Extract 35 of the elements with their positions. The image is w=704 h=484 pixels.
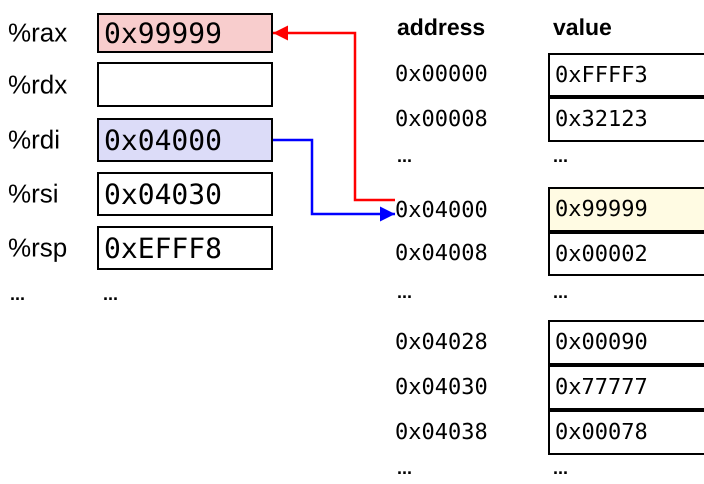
ellipsis: ... <box>553 282 568 303</box>
register-box: 0x04030 <box>97 172 273 216</box>
register-name: %rsp <box>8 232 68 264</box>
register-box: 0xEFFF8 <box>97 226 273 270</box>
register-name: %rsi <box>8 178 59 210</box>
memory-address: 0x04038 <box>395 420 488 445</box>
memory-address: 0x00008 <box>395 107 488 132</box>
column-header: address <box>397 14 486 41</box>
register-name: %rax <box>8 18 68 48</box>
memory-address: 0x04028 <box>395 330 488 355</box>
register-box: 0x99999 <box>97 13 273 53</box>
column-header: value <box>553 14 612 41</box>
ellipsis: ... <box>397 146 412 167</box>
memory-cell: 0x00090 <box>548 320 704 365</box>
register-box <box>97 62 273 107</box>
memory-cell: 0x00078 <box>548 410 704 455</box>
pointer-arrow <box>273 26 395 202</box>
register-name: %rdx <box>8 69 68 100</box>
memory-address: 0x04008 <box>395 241 488 266</box>
pointer-arrow <box>273 138 395 222</box>
memory-cell: 0x32123 <box>548 97 704 142</box>
ellipsis: ... <box>10 284 26 305</box>
register-name: %rdi <box>8 124 60 156</box>
ellipsis: ... <box>553 146 568 167</box>
memory-address: 0x04030 <box>395 375 488 400</box>
memory-cell: 0x99999 <box>548 187 704 232</box>
memory-address: 0x00000 <box>395 62 488 87</box>
memory-cell: 0x77777 <box>548 365 704 410</box>
ellipsis: ... <box>397 458 412 479</box>
ellipsis: ... <box>397 282 412 303</box>
ellipsis: ... <box>103 284 118 305</box>
memory-cell: 0xFFFF3 <box>548 53 704 97</box>
memory-cell: 0x00002 <box>548 232 704 276</box>
ellipsis: ... <box>553 458 568 479</box>
register-box: 0x04000 <box>97 118 273 162</box>
